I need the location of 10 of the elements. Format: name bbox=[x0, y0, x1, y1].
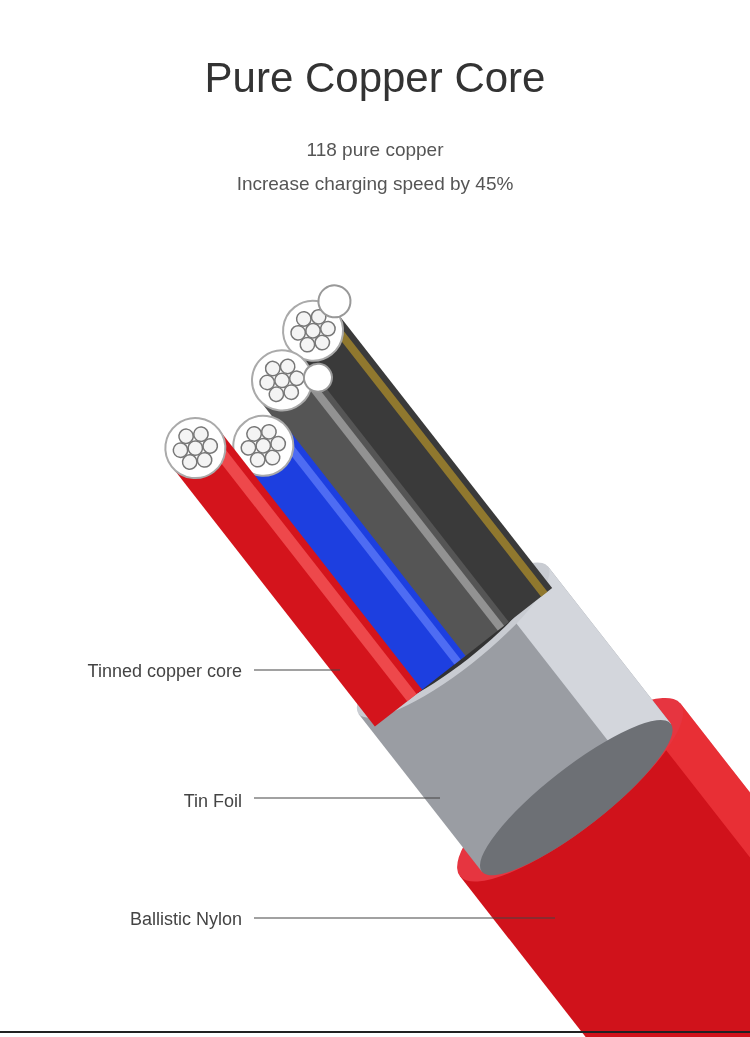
leader-line bbox=[253, 797, 441, 799]
title: Pure Copper Core bbox=[204, 53, 546, 103]
leader-line bbox=[253, 917, 556, 919]
subtitle-text: Increase charging speed by 45% bbox=[236, 172, 514, 196]
part-label: Ballistic Nylon bbox=[129, 906, 242, 933]
part-label: Tinned copper core bbox=[87, 658, 242, 685]
part-label: Tin Foil bbox=[183, 788, 242, 815]
nylon-sheath bbox=[457, 698, 750, 1037]
subtitle-text: 118 pure copper bbox=[306, 138, 444, 162]
leader-line bbox=[253, 669, 341, 671]
